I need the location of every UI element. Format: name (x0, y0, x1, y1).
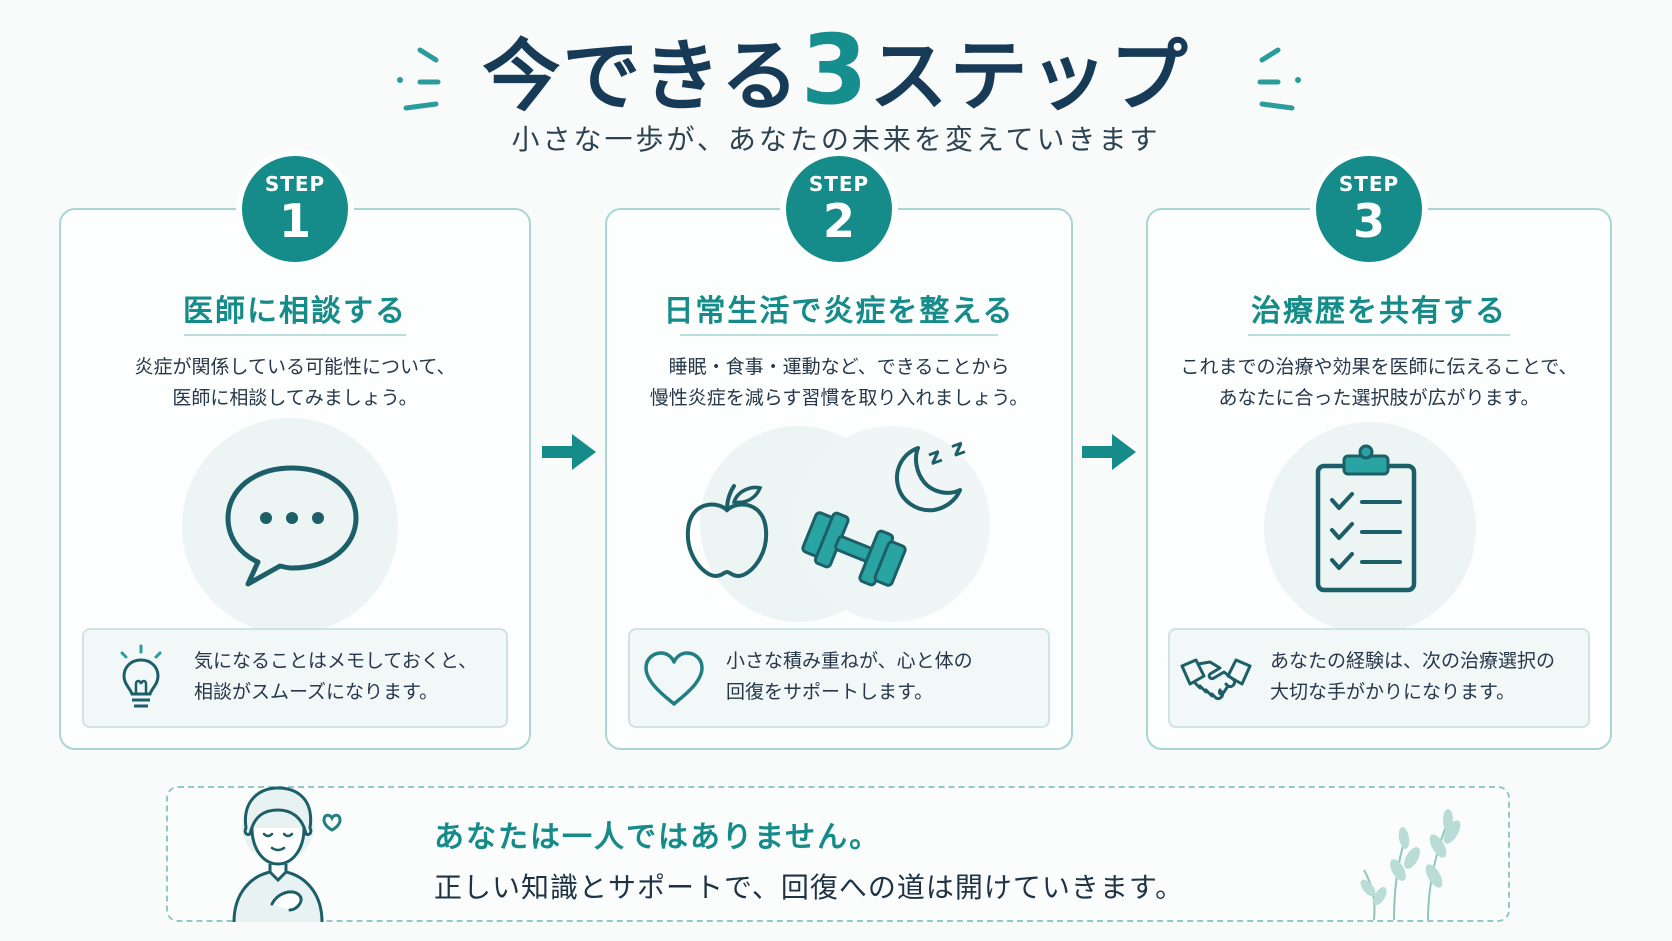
step-label: STEP (808, 172, 870, 196)
page-title: 今できる3ステップ (0, 22, 1672, 125)
tip-line: あなたの経験は、次の治療選択の (1270, 650, 1556, 672)
page-subtitle: 小さな一歩が、あなたの未来を変えていきます (511, 123, 1161, 156)
tip-text-1: 気になることはメモしておくと、 相談がスムーズになります。 (194, 646, 477, 708)
desc-line: 炎症が関係している可能性について、 (134, 356, 456, 378)
step-label: STEP (264, 172, 326, 196)
tip-line: 回復をサポートします。 (726, 681, 934, 703)
clipboard-checklist-icon (1315, 444, 1417, 593)
tip-box-1 (82, 628, 508, 728)
sparkle-left-icon (397, 47, 441, 111)
title-number: 3 (800, 14, 870, 126)
dumbbell-icon (801, 511, 907, 587)
sparkle-right-icon (1257, 47, 1301, 111)
message-box (166, 786, 1510, 922)
step-badge-3: STEP 3 (1316, 156, 1422, 262)
step-number: 3 (1352, 194, 1385, 248)
step-title-1: 医師に相談する (183, 294, 407, 329)
moon-icon (895, 446, 962, 513)
desc-line: 慢性炎症を減らす習慣を取り入れましょう。 (649, 387, 1029, 409)
person-heart-icon (232, 786, 342, 922)
tip-line: 小さな積み重ねが、心と体の (726, 650, 973, 672)
tip-text-3: あなたの経験は、次の治療選択の 大切な手がかりになります。 (1270, 646, 1555, 708)
step-title-2: 日常生活で炎症を整える (663, 294, 1015, 329)
step-desc-1: 炎症が関係している可能性について、 医師に相談してみましょう。 (59, 352, 531, 414)
tip-line: 気になることはメモしておくと、 (194, 650, 478, 672)
desc-line: あなたに合った選択肢が広がります。 (1218, 387, 1540, 409)
title-underline (680, 334, 998, 336)
title-underline (1248, 334, 1510, 336)
title-text-pre: 今できる (482, 32, 801, 122)
desc-line: これまでの治療や効果を医師に伝えることで、 (1180, 356, 1578, 378)
step-number: 1 (278, 194, 311, 248)
arrow-right-icon (542, 434, 596, 470)
step-desc-3: これまでの治療や効果を医師に伝えることで、 あなたに合った選択肢が広がります。 (1146, 352, 1612, 414)
tip-box-3 (1168, 628, 1590, 728)
tip-line: 大切な手がかりになります。 (1270, 681, 1516, 703)
message-text: 正しい知識とサポートで、回復への道は開けていきます。 (434, 871, 1185, 904)
arrow-right-icon (1082, 434, 1136, 470)
illustration-bg (182, 418, 398, 634)
lightbulb-icon (120, 644, 162, 708)
desc-line: 医師に相談してみましょう。 (172, 387, 418, 409)
speech-bubble-icon (225, 465, 359, 587)
step-desc-2: 睡眠・食事・運動など、できることから 慢性炎症を減らす習慣を取り入れましょう。 (605, 352, 1073, 414)
title-underline (184, 334, 406, 336)
title-text-post: ステップ (869, 32, 1190, 122)
tip-text-2: 小さな積み重ねが、心と体の 回復をサポートします。 (726, 646, 973, 708)
handshake-icon (1180, 658, 1252, 700)
step-badge-1: STEP 1 (242, 156, 348, 262)
tip-line: 相談がスムーズになります。 (194, 681, 439, 703)
step-badge-2: STEP 2 (786, 156, 892, 262)
step-title-3: 治療歴を共有する (1251, 294, 1507, 329)
apple-icon (685, 484, 769, 579)
message-heading: あなたは一人ではありません。 (434, 820, 882, 855)
step-number: 2 (822, 194, 855, 248)
desc-line: 睡眠・食事・運動など、できることから (668, 356, 1010, 378)
heart-icon (644, 651, 704, 706)
plant-icon (1360, 809, 1461, 920)
step-label: STEP (1338, 172, 1400, 196)
